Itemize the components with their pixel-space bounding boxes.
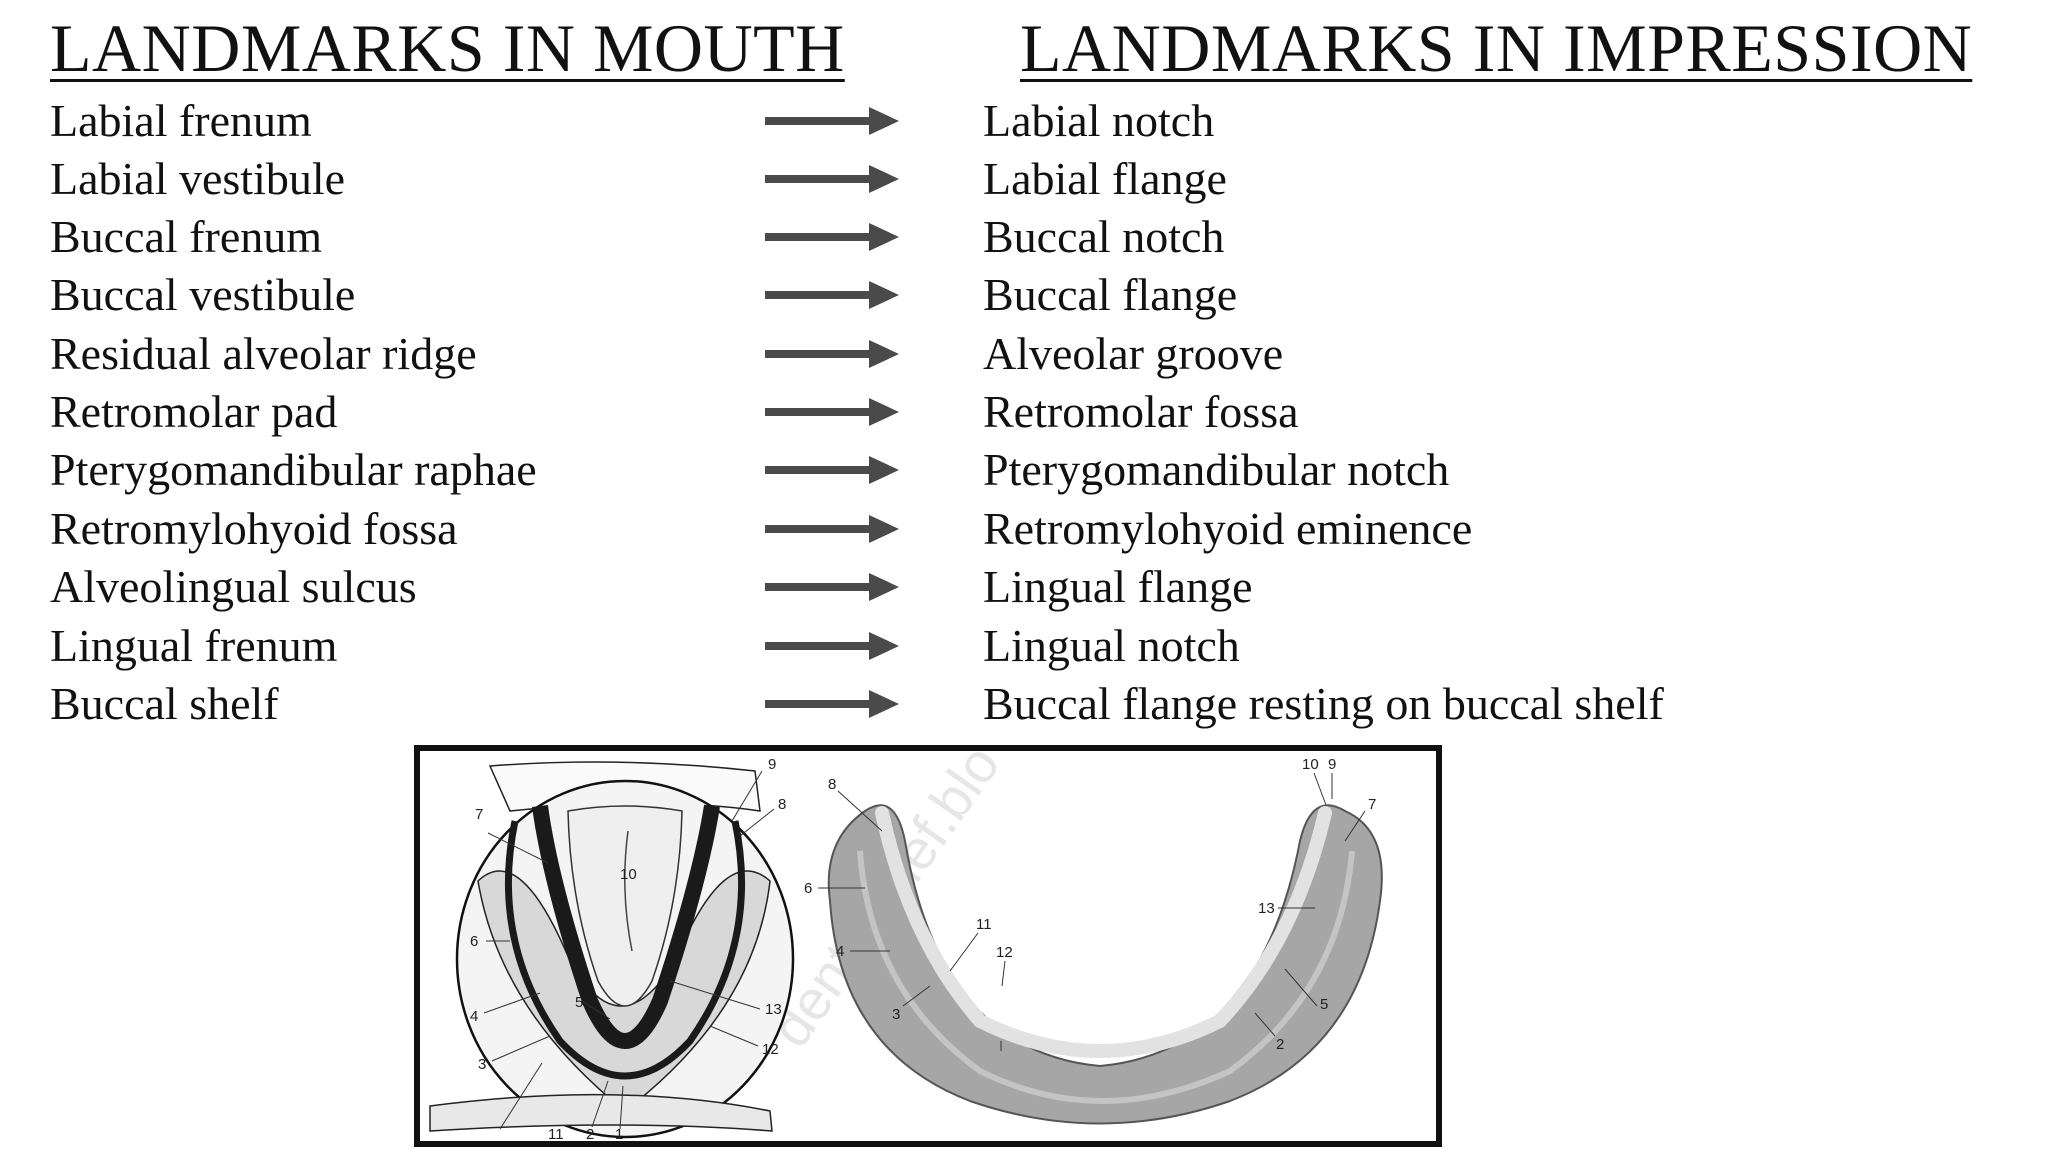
mouth-label: 3 (478, 1056, 486, 1073)
anatomy-figure-frame: dentalbrief.blo (414, 745, 1442, 1147)
landmark-row: Retromylohyoid fossa Retromylohyoid emin… (0, 500, 2048, 558)
mouth-label: 10 (620, 866, 637, 883)
right-arrow-icon (765, 281, 899, 309)
mouth-label: 11 (548, 1126, 564, 1141)
landmark-row: Buccal frenum Buccal notch (0, 208, 2048, 266)
impression-landmark: Buccal notch (983, 211, 1225, 262)
impression-landmark: Retromolar fossa (983, 386, 1299, 437)
impression-landmark: Lingual flange (983, 561, 1253, 612)
mouth-landmark: Retromylohyoid fossa (50, 503, 458, 554)
right-arrow-icon (765, 107, 899, 135)
heading-landmarks-in-impression: LANDMARKS IN IMPRESSION (1020, 10, 1973, 86)
mouth-landmark: Buccal shelf (50, 678, 279, 729)
impression-landmark: Buccal flange (983, 269, 1238, 320)
mouth-landmark: Pterygomandibular raphae (50, 444, 537, 495)
mouth-landmark: Alveolingual sulcus (50, 561, 417, 612)
impression-label: 3 (892, 1006, 900, 1023)
landmark-row: Buccal shelf Buccal flange resting on bu… (0, 675, 2048, 733)
mouth-label: 6 (470, 933, 478, 950)
mouth-label: 7 (475, 806, 483, 823)
landmark-row: Pterygomandibular raphae Pterygomandibul… (0, 441, 2048, 499)
mouth-label: 9 (768, 756, 776, 773)
landmark-row: Residual alveolar ridge Alveolar groove (0, 325, 2048, 383)
mouth-landmark: Residual alveolar ridge (50, 328, 477, 379)
mouth-label: 1 (615, 1126, 623, 1141)
landmark-row: Buccal vestibule Buccal flange (0, 266, 2048, 324)
impression-label: 10 (1302, 756, 1319, 773)
impression-landmark: Pterygomandibular notch (983, 444, 1450, 495)
heading-landmarks-in-mouth: LANDMARKS IN MOUTH (50, 10, 845, 86)
right-arrow-icon (765, 690, 899, 718)
impression-landmark: Lingual notch (983, 620, 1240, 671)
landmark-row: Labial frenum Labial notch (0, 92, 2048, 150)
landmark-row: Alveolingual sulcus Lingual flange (0, 558, 2048, 616)
right-arrow-icon (765, 223, 899, 251)
right-arrow-icon (765, 515, 899, 543)
mouth-drawing: 9 8 7 10 6 5 4 3 13 12 11 2 1 (429, 756, 795, 1141)
mouth-landmark: Labial frenum (50, 95, 312, 146)
mouth-landmark: Lingual frenum (50, 620, 338, 671)
impression-label: 2 (1276, 1036, 1284, 1053)
landmark-row: Labial vestibule Labial flange (0, 150, 2048, 208)
impression-label: 9 (1328, 756, 1336, 773)
impression-label: 5 (1320, 996, 1328, 1013)
right-arrow-icon (765, 398, 899, 426)
right-arrow-icon (765, 165, 899, 193)
right-arrow-icon (765, 340, 899, 368)
impression-label: 4 (836, 943, 844, 960)
mouth-label: 8 (778, 796, 786, 813)
right-arrow-icon (765, 573, 899, 601)
impression-label: 13 (1258, 900, 1275, 917)
impression-label: 6 (804, 880, 812, 897)
anatomy-figure: dentalbrief.blo (429, 751, 1383, 1141)
mouth-label: 5 (575, 994, 583, 1011)
right-arrow-icon (765, 632, 899, 660)
impression-landmark: Retromylohyoid eminence (983, 503, 1473, 554)
impression-landmark: Alveolar groove (983, 328, 1284, 379)
mouth-landmark: Buccal vestibule (50, 269, 356, 320)
impression-drawing: 8 10 9 7 6 13 11 12 4 3 5 2 (804, 756, 1383, 1125)
impression-label: 12 (996, 944, 1013, 961)
impression-label: 7 (1368, 796, 1376, 813)
mouth-label: 4 (470, 1008, 478, 1025)
landmark-row: Retromolar pad Retromolar fossa (0, 383, 2048, 441)
mouth-landmark: Retromolar pad (50, 386, 338, 437)
right-arrow-icon (765, 456, 899, 484)
mouth-label: 2 (586, 1126, 594, 1141)
mouth-label: 13 (765, 1001, 782, 1018)
impression-landmark: Buccal flange resting on buccal shelf (983, 678, 1664, 729)
impression-landmark: Labial notch (983, 95, 1215, 146)
mouth-label: 12 (762, 1041, 779, 1058)
impression-label: 8 (828, 776, 836, 793)
mouth-landmark: Labial vestibule (50, 153, 346, 204)
impression-landmark: Labial flange (983, 153, 1227, 204)
impression-label: 11 (976, 916, 992, 933)
landmark-row: Lingual frenum Lingual notch (0, 617, 2048, 675)
mouth-landmark: Buccal frenum (50, 211, 323, 262)
